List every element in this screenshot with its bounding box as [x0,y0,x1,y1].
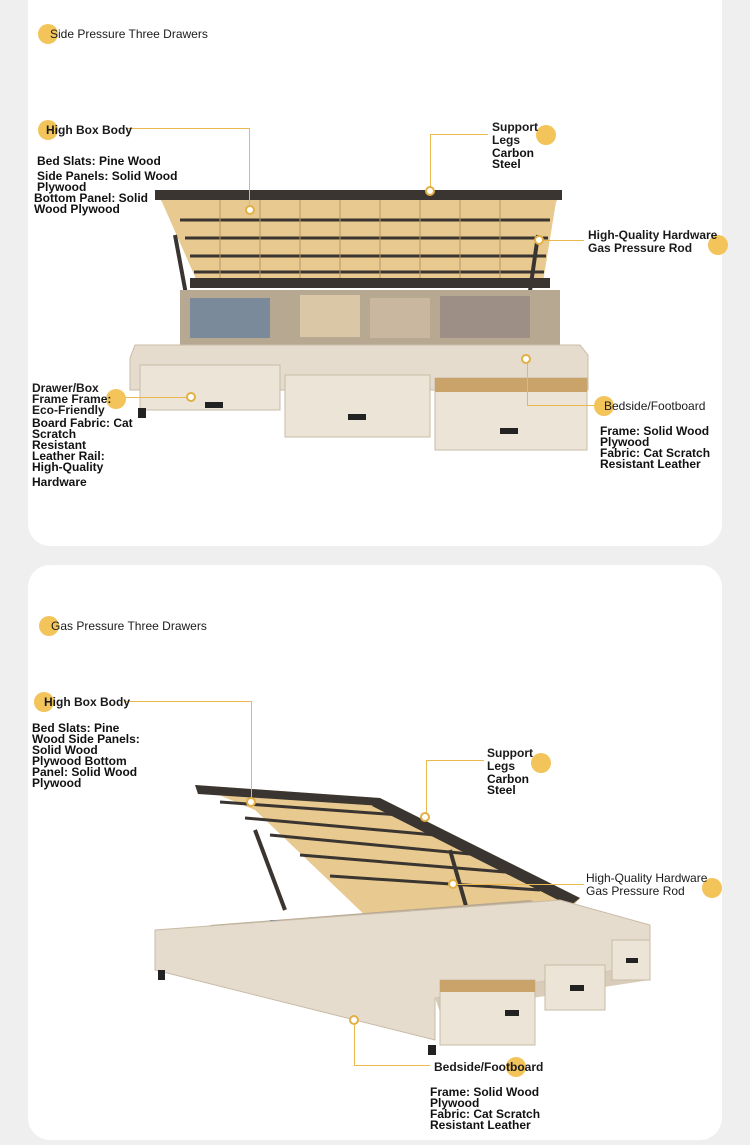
section-title: Gas Pressure Three Drawers [39,616,207,636]
leader-line [430,134,488,135]
spec-high-box: Bed Slats: Pine Wood Side Panels: Solid … [32,721,140,790]
leader-line [126,128,250,129]
label-hardware: High-Quality Hardware Gas Pressure Rod [588,229,728,255]
leader-line [120,397,190,398]
label-hardware: High-Quality Hardware Gas Pressure Rod [586,872,722,898]
label-bedside: Bedside/Footboard [434,1057,543,1077]
spec-drawer-box: Board Fabric: Cat Scratch Resistant Leat… [32,416,133,489]
bed-illustration-side-pressure [129,190,589,451]
hotspot-marker[interactable] [245,205,255,215]
leader-line [454,884,584,885]
leader-line [527,405,600,406]
section-title-text: Side Pressure Three Drawers [50,27,208,41]
label-high-box-body: High Box Body [38,120,132,140]
leader-line [426,760,427,815]
bed-illustration-gas-pressure [154,785,651,1055]
leader-line [527,359,528,406]
leader-line [426,760,484,761]
hotspot-marker[interactable] [425,186,435,196]
label-support-legs: Support Legs [492,121,556,147]
spec-bedside: Frame: Solid Wood Plywood Fabric: Cat Sc… [600,424,711,471]
section-title-text: Gas Pressure Three Drawers [51,619,207,633]
hotspot-marker[interactable] [448,879,458,889]
hotspot-marker[interactable] [246,797,256,807]
leader-line [354,1065,430,1066]
label-drawer-box: Drawer/Box Frame Frame: Eco-Friendly [32,382,126,416]
label-high-box-body: High Box Body [34,692,130,712]
spec-support-legs: Carbon Steel [492,146,534,171]
section-title: Side Pressure Three Drawers [38,24,208,44]
hotspot-marker[interactable] [349,1015,359,1025]
spec-bedside: Frame: Solid Wood Plywood Fabric: Cat Sc… [430,1085,541,1132]
leader-line [354,1025,355,1066]
hotspot-marker[interactable] [534,235,544,245]
spec-support-legs: Carbon Steel [487,772,529,797]
leader-line [251,701,252,801]
spec-high-box: Bed Slats: Pine Wood Side Panels: Solid … [34,154,178,216]
label-bedside: Bedside/Footboard [594,396,705,416]
hotspot-marker[interactable] [521,354,531,364]
leader-line [430,134,431,189]
label-support-legs: Support Legs [487,747,551,773]
hotspot-marker[interactable] [420,812,430,822]
leader-line [249,128,250,210]
leader-line [126,701,252,702]
hotspot-marker[interactable] [186,392,196,402]
leader-line [540,240,584,241]
